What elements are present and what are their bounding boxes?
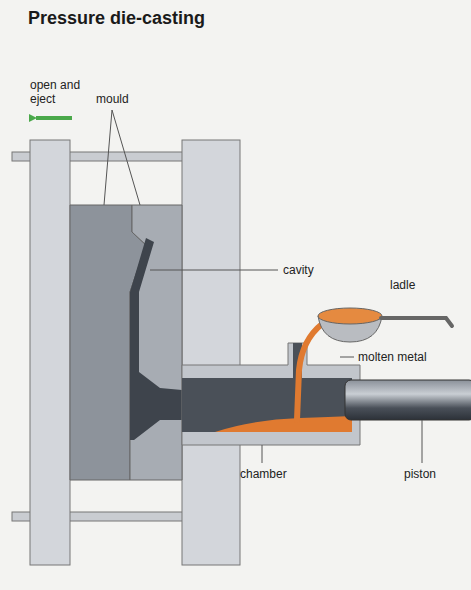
chamber-housing — [182, 343, 360, 445]
part-label: molten metal — [358, 350, 427, 364]
ladle-handle — [381, 318, 452, 326]
metal-stream — [297, 324, 322, 420]
part-label: ladle — [390, 278, 415, 292]
ladle-metal — [318, 308, 382, 324]
leader-line — [422, 420, 423, 463]
moving-platen — [30, 140, 70, 565]
part-label: mould — [96, 92, 129, 106]
molten-metal — [215, 416, 352, 432]
mould-half — [130, 205, 182, 480]
leader-line — [262, 445, 263, 463]
leader-line — [150, 270, 278, 271]
leader-line — [104, 110, 140, 205]
cavity — [130, 238, 182, 440]
title: Pressure die-casting — [28, 8, 205, 29]
fixed-platen — [182, 140, 240, 565]
part-label: piston — [404, 467, 436, 481]
chamber-bore — [182, 378, 352, 432]
part-label: chamber — [240, 467, 287, 481]
part-label: open and eject — [30, 78, 94, 106]
leader-line — [340, 357, 354, 358]
part-label: cavity — [283, 263, 314, 277]
open-arrow — [36, 116, 72, 120]
piston — [345, 380, 471, 420]
